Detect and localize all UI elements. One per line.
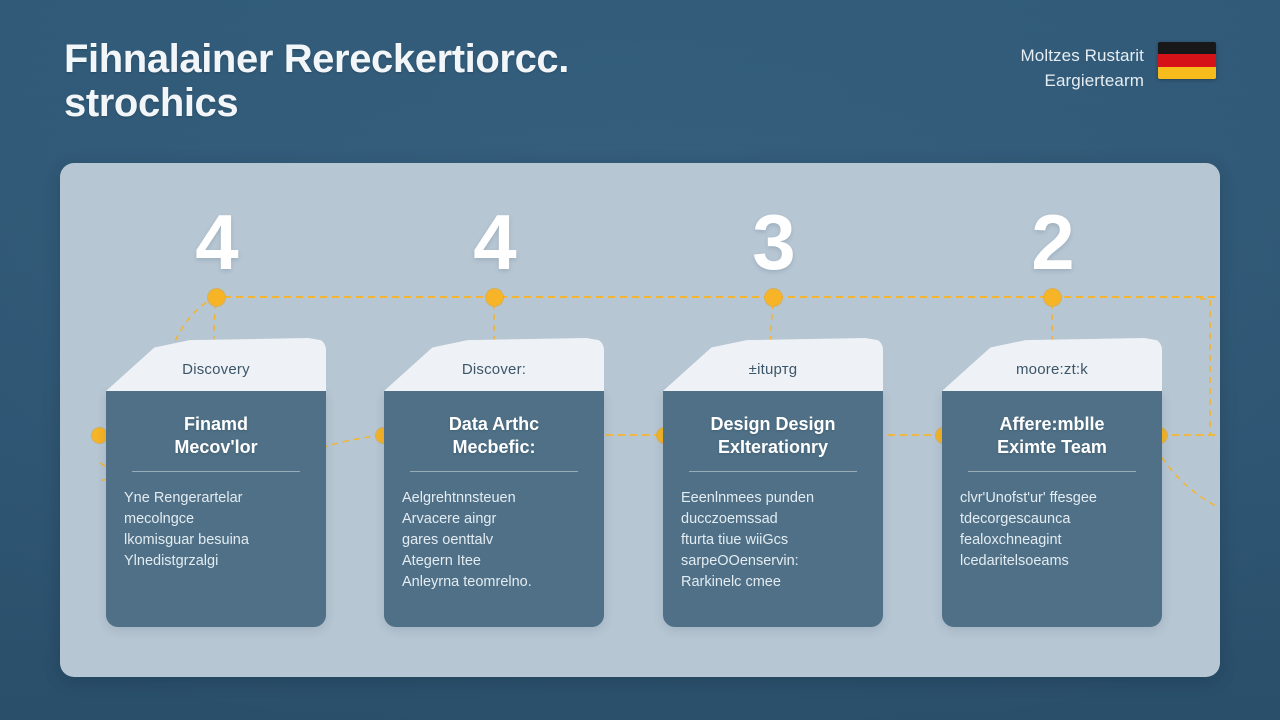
page-header: Fihnalainer Rereckertiorcc. strochics Mo… [0,0,1280,160]
step-card-2-desc-line-2: Arvacere aingr [402,511,497,528]
step-card-2-description: Aelgrehtnnsteuen Arvacere aingr gares oe… [400,488,588,593]
step-card-1-description: Yne Rengerartelar mecolngce lkomisguar b… [122,488,310,572]
step-card-4[interactable]: moore:zt:k Affere:mblle Eximte Team clvr… [942,338,1162,627]
flag-band-red [1158,54,1216,67]
step-card-1-desc-line-2: mecolngce [124,511,195,528]
step-card-3-desc-line-3: fturta tiue wiiGcs [681,532,789,549]
step-card-2-title-line-1: Data Arthc [448,414,540,434]
step-numbers-row: 4 4 3 2 [60,203,1220,293]
brand-line-1: Moltzes Rustarit [1020,46,1144,65]
step-card-1-title: Finamd Mecov'lor [122,413,310,459]
flag-band-gold [1158,66,1216,79]
step-card-2-divider [410,471,578,473]
brand-line-2: Eargiertearm [1044,70,1144,90]
step-card-4-body: Affere:mblle Eximte Team clvr'Unofst'ur'… [942,391,1162,627]
step-number-4: 2 [1031,198,1074,286]
step-card-3-title-line-2: ExIterationry [717,437,829,458]
step-card-1[interactable]: Discovery Finamd Mecov'lor Yne Rengerart… [106,338,326,627]
step-card-3-tab: ±ituртg [663,338,883,391]
step-card-1-desc-line-4: Ylnedistgrzalgi [124,553,219,570]
brand-text: Moltzes Rustarit Eargiertearm [1021,42,1144,93]
step-card-2-tab-label: Discover: [461,361,527,378]
timeline-panel-inner: 4 4 3 2 Discovery Finamd Mecov'lor [60,163,1220,677]
timeline-dot-1[interactable] [208,289,225,306]
step-card-2-body: Data Arthc Mecbefic: Aelgrehtnnsteuen Ar… [384,391,604,627]
step-card-4-divider [968,471,1136,473]
page-title-line-1: Fihnalainer Rereckertiorcc. [64,37,569,81]
step-card-4-desc-line-4: lcedaritelsoeams [960,553,1069,570]
page-title-line-2: strochics [64,81,239,126]
timeline-dot-3[interactable] [765,289,782,306]
step-card-1-desc-line-3: lkomisguar besuina [124,532,249,549]
flag-band-black [1158,42,1216,55]
step-card-4-title-line-1: Affere:mblle [999,414,1105,434]
brand-block: Moltzes Rustarit Eargiertearm [1021,42,1216,93]
step-card-3-body: Design Design ExIterationry Eeenlnmees p… [663,391,883,627]
step-number-3: 3 [752,198,795,286]
step-card-2-desc-line-4: Ategern Itee [402,553,481,570]
step-card-3-divider [689,471,857,473]
timeline-mid-dot-1[interactable] [92,428,107,443]
step-card-3-desc-line-4: sarpeOOenservin: [681,553,799,570]
step-card-3-desc-line-2: ducczoemssad [681,511,778,528]
step-card-4-tab: moore:zt:k [942,338,1162,391]
step-number-2: 4 [473,198,516,286]
step-card-3-title: Design Design ExIterationry [679,413,867,459]
step-card-1-tab: Discovery [106,338,326,391]
step-card-4-desc-line-3: fealoxchneagint [960,532,1062,549]
step-card-2-desc-line-5: Anleyrna teomrelno. [402,574,532,591]
step-card-2[interactable]: Discover: Data Arthc Mecbefic: Aelgrehtn… [384,338,604,627]
step-card-1-divider [132,471,300,473]
step-card-4-tab-label: moore:zt:k [1015,361,1089,378]
step-card-2-desc-line-1: Aelgrehtnnsteuen [402,490,516,507]
step-card-3-description: Eeenlnmees punden ducczoemssad fturta ti… [679,488,867,593]
timeline-panel: 4 4 3 2 Discovery Finamd Mecov'lor [60,163,1220,677]
german-flag-icon [1158,42,1216,79]
step-card-1-title-line-1: Finamd [183,414,248,434]
step-card-4-desc-line-2: tdecorgescaunca [960,511,1071,528]
step-card-1-tab-label: Discovery [182,361,250,378]
step-card-4-description: clvr'Unofst'ur' ffesgee tdecorgescaunca … [958,488,1146,572]
step-number-1: 4 [195,198,238,286]
step-cards-row: Discovery Finamd Mecov'lor Yne Rengerart… [60,338,1220,648]
step-card-2-title: Data Arthc Mecbefic: [400,413,588,459]
timeline-dot-2[interactable] [486,289,503,306]
step-card-4-title: Affere:mblle Eximte Team [958,413,1146,459]
step-card-3-desc-line-5: Rarkinelc cmee [681,574,781,591]
step-card-2-tab: Discover: [384,338,604,391]
step-card-4-desc-line-1: clvr'Unofst'ur' ffesgee [960,490,1097,507]
step-card-3[interactable]: ±ituртg Design Design ExIterationry Eeen… [663,338,883,627]
step-card-3-tab-label: ±ituртg [748,361,798,378]
step-card-1-body: Finamd Mecov'lor Yne Rengerartelar mecol… [106,391,326,627]
step-card-3-desc-line-1: Eeenlnmees punden [681,490,815,507]
step-card-1-desc-line-1: Yne Rengerartelar [124,490,243,507]
page-title: Fihnalainer Rereckertiorcc. strochics [64,38,704,125]
step-card-4-title-line-2: Eximte Team [997,437,1107,458]
timeline-dot-4[interactable] [1044,289,1061,306]
step-card-2-title-line-2: Mecbefic: [452,437,536,458]
step-card-1-title-line-2: Mecov'lor [174,437,258,458]
step-card-2-desc-line-3: gares oenttalv [402,532,494,549]
step-card-3-title-line-1: Design Design [710,414,836,434]
